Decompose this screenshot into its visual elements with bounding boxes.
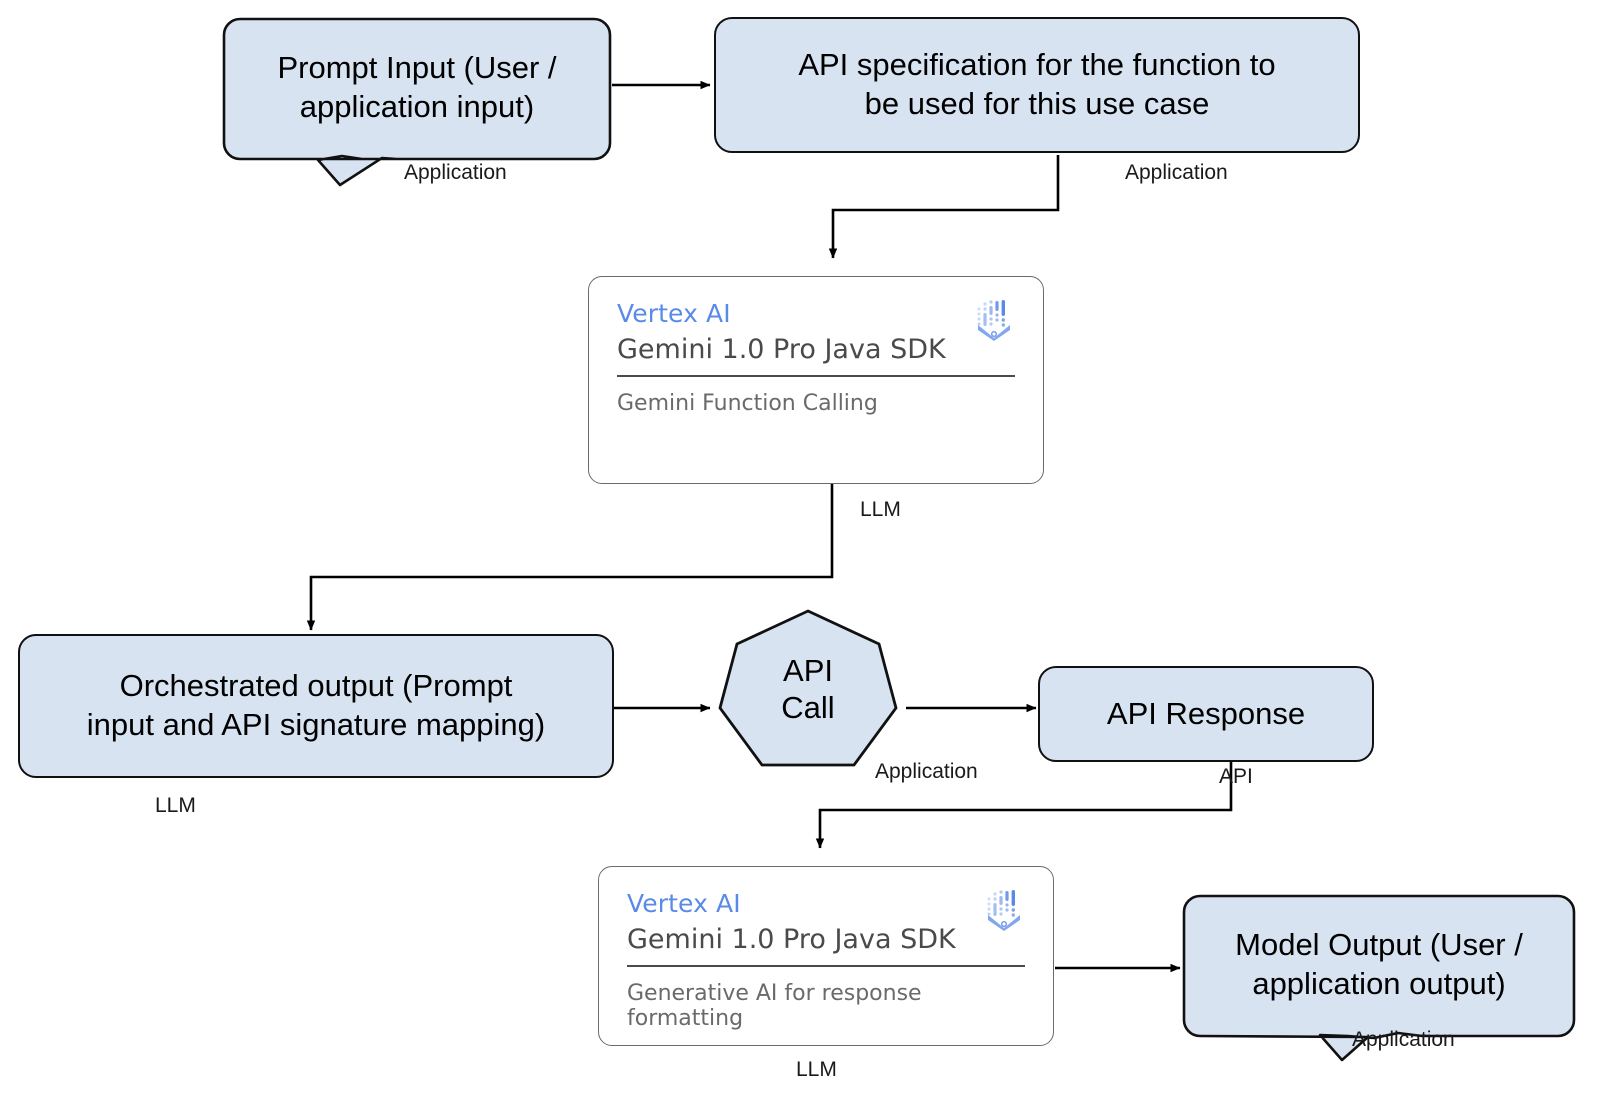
annotation-api-call: Application <box>875 760 978 783</box>
annotation-prompt-input: Application <box>404 161 507 184</box>
vertex-card-bottom-brand: Vertex AI <box>627 889 741 918</box>
node-vertex-card-bottom[interactable]: Vertex AI Gemini 1.0 Pro Java SDK Genera… <box>598 866 1054 1046</box>
prompt-input-line-1: Prompt Input (User / <box>277 50 557 86</box>
model-output-line-1: Model Output (User / <box>1235 927 1523 963</box>
annotation-api-response: API <box>1219 765 1253 788</box>
vertex-ai-logo-icon <box>987 890 1020 931</box>
api-call-label: API Call <box>708 608 908 770</box>
api-response-label: API Response <box>1106 695 1306 731</box>
node-api-call[interactable]: API Call <box>708 608 908 770</box>
vertex-card-bottom-header: Vertex AI Gemini 1.0 Pro Java SDK <box>627 889 1025 955</box>
vertex-card-top-header: Vertex AI Gemini 1.0 Pro Java SDK <box>617 299 1015 365</box>
prompt-input-label: Prompt Input (User / application input) <box>222 17 612 159</box>
node-api-spec[interactable]: API specification for the function to be… <box>714 17 1360 153</box>
vertex-card-top-brand: Vertex AI <box>617 299 731 328</box>
prompt-input-line-2: application input) <box>299 89 535 124</box>
node-model-output[interactable]: Model Output (User / application output) <box>1182 894 1576 1066</box>
node-vertex-card-top[interactable]: Vertex AI Gemini 1.0 Pro Java SDK Gemini… <box>588 276 1044 484</box>
edge-api-spec-to-vertex-card-top <box>828 155 1060 259</box>
api-call-line-2: Call <box>781 690 835 725</box>
node-prompt-input[interactable]: Prompt Input (User / application input) <box>222 17 612 189</box>
annotation-vertex-card-top: LLM <box>860 498 901 521</box>
orchestrated-output-line-2: input and API signature mapping) <box>86 707 546 742</box>
node-api-response[interactable]: API Response <box>1038 666 1374 762</box>
annotation-model-output: Application <box>1352 1028 1455 1051</box>
api-spec-line-2: be used for this use case <box>864 86 1210 121</box>
model-output-label: Model Output (User / application output) <box>1182 894 1576 1036</box>
vertex-card-bottom-subtitle: Generative AI for response formatting <box>627 981 922 1031</box>
vertex-card-top-title: Gemini 1.0 Pro Java SDK <box>617 334 946 365</box>
prompt-input-callout-shape <box>222 17 612 187</box>
api-spec-line-1: API specification for the function to <box>798 47 1276 83</box>
annotation-vertex-card-bottom: LLM <box>796 1058 837 1081</box>
vertex-card-bottom-divider <box>627 965 1025 967</box>
api-call-heptagon-shape <box>718 609 898 767</box>
vertex-card-top-subtitle: Gemini Function Calling <box>617 391 878 416</box>
annotation-orchestrated-output: LLM <box>155 794 196 817</box>
vertex-card-top-divider <box>617 375 1015 377</box>
vertex-card-bottom-title: Gemini 1.0 Pro Java SDK <box>627 924 956 955</box>
annotation-api-spec: Application <box>1125 161 1228 184</box>
model-output-line-2: application output) <box>1252 966 1506 1001</box>
orchestrated-output-line-1: Orchestrated output (Prompt <box>119 668 513 704</box>
api-call-line-1: API <box>783 652 833 688</box>
node-orchestrated-output[interactable]: Orchestrated output (Prompt input and AP… <box>18 634 614 778</box>
vertex-ai-logo-icon <box>977 300 1010 341</box>
model-output-callout-shape <box>1182 894 1576 1062</box>
